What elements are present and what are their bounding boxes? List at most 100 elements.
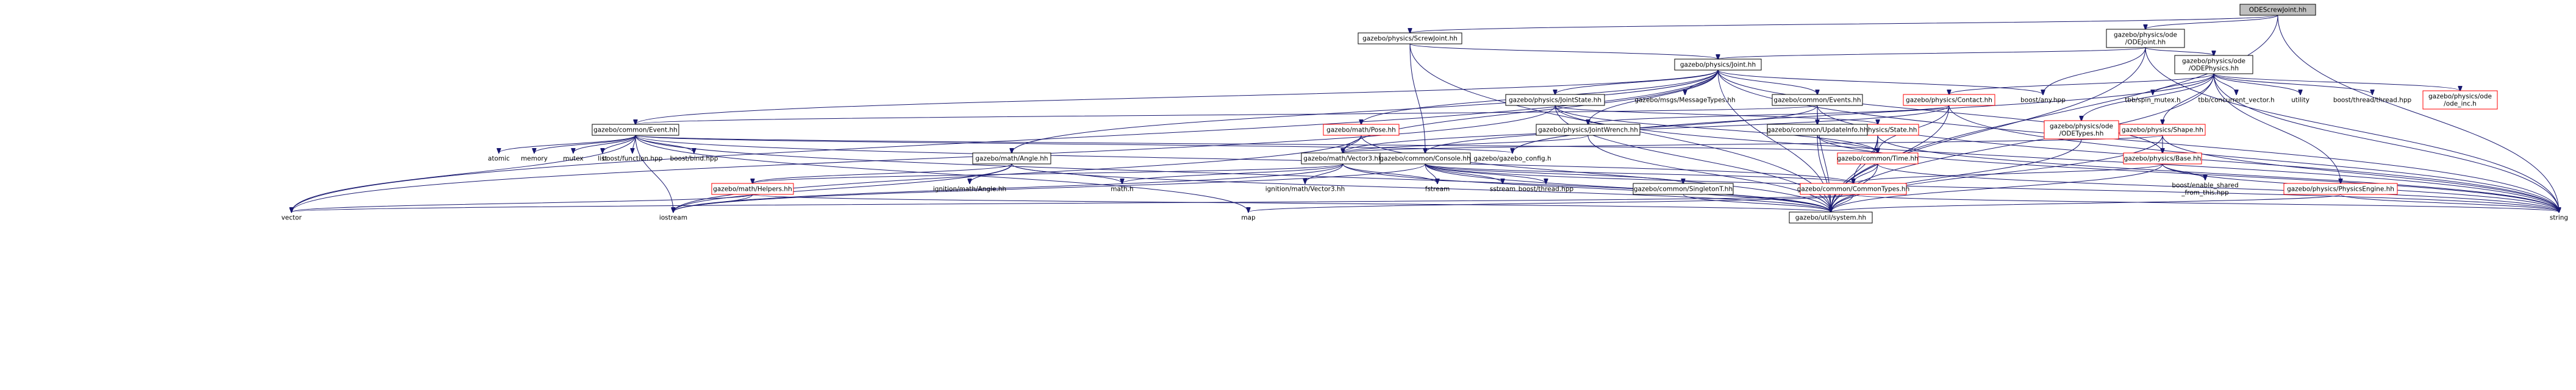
node-odephysics[interactable]: gazebo/physics/ode/ODEPhysics.hh [2174, 55, 2253, 74]
node-commonevent[interactable]: gazebo/common/Event.hh [592, 124, 679, 136]
node-label-root: ODEScrewJoint.hh [2249, 7, 2306, 14]
node-helpers[interactable]: gazebo/math/Helpers.hh [711, 183, 794, 195]
node-box-odetypes [2044, 120, 2119, 140]
node-updateinfo[interactable]: gazebo/common/UpdateInfo.hh [1767, 124, 1868, 136]
node-box-shape [2119, 124, 2206, 136]
node-angle[interactable]: gazebo/math/Angle.hh [972, 152, 1051, 165]
node-pose[interactable]: gazebo/math/Pose.hh [1323, 124, 1400, 136]
edge-joint-to-jointwrench [1588, 69, 1719, 124]
edge-jointwrench-to-system [1587, 135, 1831, 212]
node-box-joint [1674, 58, 1762, 71]
node-label-sstream: sstream [1490, 186, 1515, 193]
node-jointstate[interactable]: gazebo/physics/JointState.hh [1505, 94, 1605, 106]
edge-commonevent-to-memory [534, 135, 636, 153]
node-boostany: boost/any.hpp [2020, 97, 2066, 104]
edge-jointstate-to-time [1555, 105, 1878, 153]
node-sstream: sstream [1490, 186, 1515, 193]
node-label-list: list [598, 155, 607, 163]
edge-commonevent-to-time [635, 135, 1878, 153]
node-label-odephysics: /ODEPhysics.hh [2189, 65, 2239, 73]
edge-angle-to-ignangle [970, 163, 1012, 183]
node-box-root [2239, 4, 2316, 16]
edge-commonevent-to-vector [292, 135, 636, 212]
edge-jointstate-to-vector [292, 105, 1556, 212]
edge-odephysics-to-physicsengine [2213, 73, 2341, 183]
node-label-atomic: atomic [488, 155, 510, 163]
node-label-screwjoint: gazebo/physics/ScrewJoint.hh [1362, 35, 1458, 43]
node-base[interactable]: gazebo/physics/Base.hh [2123, 152, 2202, 165]
node-singleton[interactable]: gazebo/common/SingletonT.hh [1633, 183, 1734, 195]
node-label-mathh: math.h [1111, 186, 1133, 193]
node-contact[interactable]: gazebo/physics/Contact.hh [1903, 94, 1995, 106]
edge-contact-to-jointwrench [1588, 105, 1950, 124]
node-label-tbbvec: tbb/concurrent_vector.h [2198, 97, 2274, 104]
node-box-contact [1903, 94, 1995, 106]
node-label-odetypes: gazebo/physics/ode [2050, 123, 2113, 130]
node-utility: utility [2291, 97, 2309, 104]
node-box-physicsengine [2283, 183, 2398, 195]
edge-screwjoint-to-console [1409, 43, 1425, 153]
node-label-gazeboconfig: gazebo/gazebo_config.h [1473, 155, 1551, 163]
edge-odephysics-to-boostthreadthread [2213, 73, 2372, 94]
node-label-shape: gazebo/physics/Shape.hh [2122, 127, 2203, 134]
node-label-helpers: gazebo/math/Helpers.hh [713, 186, 792, 193]
node-box-console [1379, 152, 1471, 165]
edge-odejoint-to-boostany [2043, 47, 2146, 94]
node-jointwrench[interactable]: gazebo/physics/JointWrench.hh [1536, 124, 1640, 136]
edge-odejoint-to-odephysics [2145, 47, 2214, 55]
node-boostfunction: boost/function.hpp [603, 155, 663, 163]
node-label-time: gazebo/common/Time.hh [1837, 155, 1918, 163]
node-label-commontypes: gazebo/common/CommonTypes.hh [1797, 186, 1910, 193]
node-time[interactable]: gazebo/common/Time.hh [1837, 152, 1919, 165]
edge-commonevent-to-list [603, 135, 636, 153]
edge-joint-to-jointstate [1555, 69, 1719, 94]
edge-commonevent-to-atomic [499, 135, 636, 153]
node-events[interactable]: gazebo/common/Events.hh [1772, 94, 1863, 106]
edge-commonevent-to-gazeboconfig [635, 135, 1512, 153]
node-label-msgtypes: gazebo/msgs/MessageTypes.hh [1634, 97, 1735, 104]
node-screwjoint[interactable]: gazebo/physics/ScrewJoint.hh [1358, 32, 1462, 44]
edge-commonevent-to-commontypes [635, 135, 1853, 183]
node-commontypes[interactable]: gazebo/common/CommonTypes.hh [1797, 183, 1910, 195]
edge-root-to-system [1831, 15, 2278, 212]
node-gazeboconfig: gazebo/gazebo_config.h [1473, 155, 1551, 163]
edge-helpers-to-iostream [673, 194, 753, 212]
node-label-vector3: gazebo/math/Vector3.hh [1303, 155, 1382, 163]
node-odejoint[interactable]: gazebo/physics/ode/ODEJoint.hh [2106, 29, 2185, 48]
node-odetypes[interactable]: gazebo/physics/ode/ODETypes.hh [2044, 120, 2119, 140]
edge-jointstate-to-state [1555, 105, 1878, 124]
edge-console-to-fstream [1425, 163, 1437, 183]
node-boostthreadthread: boost/thread/thread.hpp [2333, 97, 2412, 104]
edge-console-to-sstream [1425, 163, 1503, 183]
node-label-boostthread: boost/thread.hpp [1519, 186, 1574, 193]
node-label-odejoint: /ODEJoint.hh [2125, 39, 2166, 46]
edge-odephysics-to-contact [1949, 73, 2214, 94]
edge-odephysics-to-utility [2213, 73, 2300, 94]
edge-vector3-to-iostream [673, 163, 1343, 212]
edge-console-to-singleton [1425, 163, 1683, 183]
edge-console-to-commontypes [1425, 163, 1853, 183]
node-box-system [1789, 211, 1873, 224]
edge-vector3-to-system [1342, 163, 1831, 212]
node-physicsengine[interactable]: gazebo/physics/PhysicsEngine.hh [2283, 183, 2398, 195]
node-box-angle [972, 152, 1051, 165]
node-box-commonevent [592, 124, 679, 136]
edge-commontypes-to-vector [292, 194, 1854, 212]
node-label-singleton: gazebo/common/SingletonT.hh [1634, 186, 1733, 193]
node-odeinc[interactable]: gazebo/physics/ode/ode_inc.h [2422, 90, 2498, 110]
node-shape[interactable]: gazebo/physics/Shape.hh [2119, 124, 2206, 136]
edge-commonevent-to-mutex [573, 135, 636, 153]
node-console[interactable]: gazebo/common/Console.hh [1379, 152, 1471, 165]
edge-joint-to-events [1717, 69, 1817, 94]
edge-joint-to-vector [292, 69, 1719, 212]
node-box-jointwrench [1536, 124, 1640, 136]
node-label-updateinfo: gazebo/common/UpdateInfo.hh [1767, 127, 1867, 134]
node-atomic: atomic [488, 155, 510, 163]
node-system[interactable]: gazebo/util/system.hh [1789, 211, 1873, 224]
node-root[interactable]: ODEScrewJoint.hh [2239, 4, 2316, 16]
node-vector3[interactable]: gazebo/math/Vector3.hh [1301, 152, 1385, 165]
node-joint[interactable]: gazebo/physics/Joint.hh [1674, 58, 1762, 71]
edge-odephysics-to-tbbvec [2213, 73, 2236, 94]
node-box-commontypes [1800, 183, 1907, 195]
